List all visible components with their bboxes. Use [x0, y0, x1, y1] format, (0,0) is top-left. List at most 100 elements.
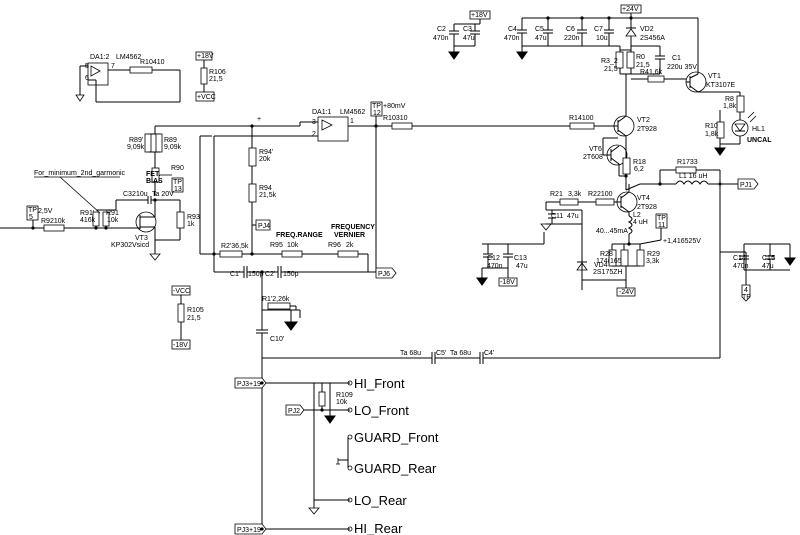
vt4-block: R21 3,3k R22100 VT4 2T928 L2 4 uH 40...4… [540, 183, 701, 297]
m24v-label: -24V [619, 289, 634, 296]
ground-symbol [308, 507, 320, 515]
r10-label: R10 [705, 123, 718, 130]
vd2-diode [625, 28, 637, 37]
tp12-num: 12 [373, 110, 381, 117]
c7-value: 10u [596, 35, 608, 42]
output-block: R1733 L1 16 uH PJ1 4 TP [640, 159, 759, 302]
c4-label: C4 [508, 26, 517, 33]
v1416-label: +1,416525V [663, 238, 701, 245]
ground-symbol [540, 223, 552, 231]
pj2-connector [285, 404, 305, 416]
r92-resistor [43, 224, 65, 232]
r106-resistor [200, 67, 208, 85]
vt4-transistor [616, 191, 638, 213]
c11-value: 47u [567, 213, 579, 220]
r91b-resistor [102, 211, 110, 227]
da11-block: DA1:1 LM4562 3 2 1 R10310 TP 12 +80mV + [155, 101, 570, 273]
pj4-connector [255, 219, 271, 231]
vd2-label: VD2 [640, 26, 654, 33]
r104-resistor [129, 66, 153, 74]
pin6-label: 6 [85, 75, 89, 82]
r41-label: R41,6k [640, 69, 663, 76]
tp4-label: TP [742, 294, 751, 301]
r95-resistor [281, 250, 303, 258]
r8-resistor [736, 95, 745, 113]
ground-symbol [324, 415, 336, 424]
r103-resistor [391, 122, 413, 130]
r21-label: R21 [550, 191, 563, 198]
c15-label: C15 [762, 255, 775, 262]
r10-value: 1,8k [705, 131, 719, 138]
c4-value: 470n [504, 35, 520, 42]
r93-value: 1k [187, 221, 195, 228]
da12-triangle [90, 65, 101, 77]
freq-block: R94' 20k R94 21,5k PJ4 R2'36,5k FREQ.RAN… [199, 136, 397, 279]
r32-value: 21,5 [604, 66, 618, 73]
tp4-connector [741, 284, 751, 302]
tp5-num: 5 [29, 214, 33, 221]
r94b-label: R94 [259, 185, 272, 192]
r105-label: R105 [187, 307, 204, 314]
c1a-label: C1' [230, 271, 240, 278]
r89b-value: 9,09k [164, 144, 182, 151]
c7-label: C7 [594, 26, 603, 33]
r8-value: 1,8k [723, 103, 737, 110]
c11-label: C11 [551, 213, 563, 220]
r0-label: R0 [636, 54, 645, 61]
c3-value: 47u [463, 35, 475, 42]
guard-rear-terminal: GUARD_Rear [354, 461, 437, 476]
tp13-num: 13 [174, 186, 182, 193]
r29-resistor [636, 249, 645, 267]
fetbias2-label: BIAS [146, 178, 163, 185]
r92-label: R9210k [41, 218, 66, 225]
r90-label: R90 [171, 165, 184, 172]
r96-value: 2k [346, 242, 354, 249]
ground-symbol [75, 94, 85, 102]
tp5-label: TP [28, 207, 37, 214]
vt4-value: 2T928 [637, 204, 657, 211]
r109-resistor [318, 391, 326, 407]
r22-label: R22100 [588, 191, 613, 198]
hi-rear-terminal: HI_Rear [354, 521, 403, 535]
r0-value: 21,5 [636, 62, 650, 69]
c32-label: C32 [123, 191, 136, 198]
r91b-value: 10k [107, 217, 119, 224]
lm4562a-label: LM4562 [116, 54, 141, 61]
pj3b-label: PJ3+19 [237, 527, 261, 534]
r105-block: -VCC R105 21,5 -18V [171, 285, 204, 350]
ground-symbol [149, 253, 161, 261]
tp11-label: TP [657, 215, 666, 222]
c1-value: 220u 35V [667, 64, 697, 71]
r28b-resistor [620, 249, 629, 267]
r1-resistor [267, 302, 291, 310]
r91a-value: 416k [80, 217, 96, 224]
r94a-resistor [248, 147, 257, 167]
plus-sign: + [257, 116, 261, 123]
vd2-value: 2S456A [640, 35, 665, 42]
c5a-type: Ta 68u [400, 350, 421, 357]
current-label: 40...45mA [596, 228, 628, 235]
p24v-label: +24V [622, 6, 639, 13]
r2-resistor [219, 250, 243, 258]
vd4-value: 2S175ZH [593, 269, 623, 276]
m18v-mid-box [498, 277, 518, 287]
r106-label: R106 [209, 69, 226, 76]
pj3a-connector [234, 377, 267, 389]
r18-resistor [622, 157, 631, 175]
terminal-block: PJ3+19 HI_Front R109 10k PJ2 LO_Front GU… [234, 376, 439, 535]
pj1-connector [737, 178, 759, 190]
vt1-value: KT3107E [706, 82, 736, 89]
min2nd-label: For_minimum_2nd_garmonic [34, 170, 126, 177]
r21-value: 3,3k [568, 191, 582, 198]
r96-label: R96 [328, 242, 341, 249]
vt2-value: 2T928 [637, 126, 657, 133]
r95-value: 10k [287, 242, 299, 249]
pj4-label: PJ4 [258, 223, 270, 230]
c5a-label: C5' [436, 350, 446, 357]
r173-label: R1733 [677, 159, 698, 166]
da12-label: DA1:2 [90, 54, 110, 61]
vcc-neg-label: -VCC [173, 288, 190, 295]
pin1-label: 1 [350, 118, 354, 125]
c2a-value: 150p [283, 271, 299, 278]
